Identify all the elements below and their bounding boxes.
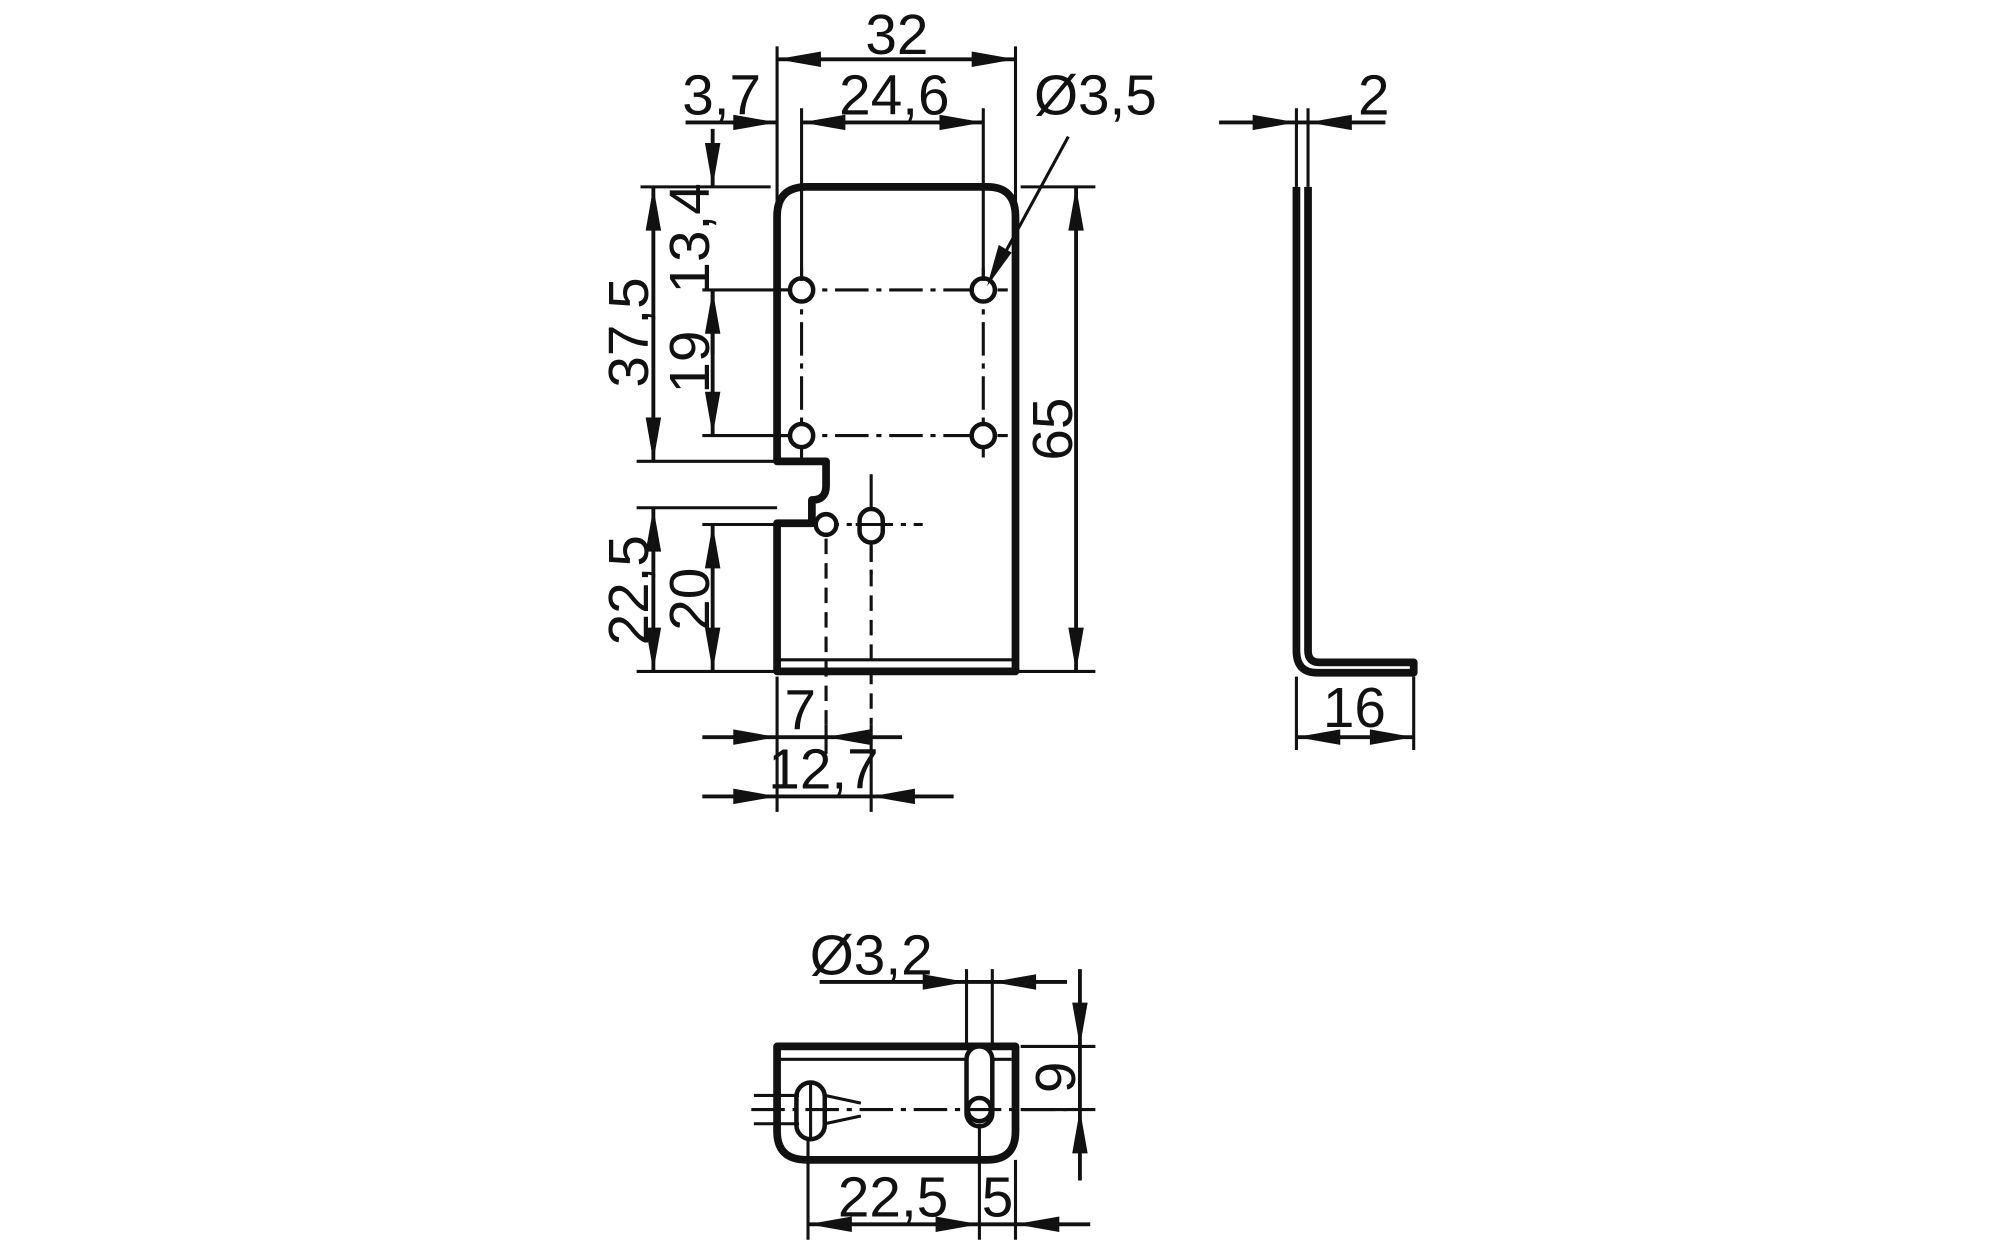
arrow-icon: [992, 974, 1037, 990]
side-view: 2 16: [1219, 65, 1418, 751]
arrow-icon: [1308, 114, 1352, 131]
dim-edge-to-small-hole: 7: [785, 679, 817, 742]
dim-edge-to-slot: 12,7: [768, 739, 878, 802]
arrow-icon: [733, 729, 778, 745]
arrow-icon: [645, 507, 662, 552]
dim-depth: 9: [1025, 1062, 1088, 1094]
side-profile: [1292, 186, 1418, 677]
front-view: 32 24,6 3,7 Ø3,5 13,4 19: [598, 4, 1157, 812]
dim-width-overall: 32: [865, 4, 928, 67]
arrow-icon: [704, 143, 721, 187]
dim-hole-offset: 22,5: [838, 1167, 948, 1230]
dim-hole-diameter: Ø3,2: [810, 924, 933, 987]
arrow-icon: [939, 114, 984, 131]
arrow-icon: [645, 417, 662, 462]
foot-outline: [773, 1042, 1020, 1164]
bottom-view: Ø3,2 9 22,5 5: [751, 924, 1096, 1240]
arrow-icon: [935, 1216, 980, 1232]
arrow-icon: [1015, 1216, 1060, 1232]
hatch-line: [824, 1093, 862, 1105]
arrow-icon: [733, 788, 778, 805]
arrow-icon: [1252, 114, 1297, 131]
mounting-hole-icon: [787, 421, 816, 450]
arrow-icon: [1369, 729, 1414, 745]
dim-bottom-to-notch: 22,5: [598, 535, 661, 645]
arrow-icon: [971, 51, 1016, 68]
arrow-icon: [704, 391, 721, 436]
dim-top-to-hole: 13,4: [659, 183, 722, 293]
arrow-icon: [808, 1216, 852, 1232]
arrow-icon: [777, 51, 821, 68]
dim-foot-length: 16: [1323, 677, 1386, 740]
dim-edge-to-hole: 3,7: [682, 65, 761, 128]
arrow-icon: [645, 186, 662, 231]
dim-top-to-notch: 37,5: [598, 277, 661, 387]
arrow-icon: [1068, 627, 1084, 672]
mounting-hole-icon: [787, 276, 816, 304]
arrow-icon: [987, 244, 1012, 287]
dim-hole-spacing-v: 19: [659, 331, 722, 394]
arrow-icon: [826, 729, 870, 745]
arrow-icon: [801, 114, 846, 131]
arrow-icon: [704, 627, 721, 672]
mounting-hole-icon: [969, 421, 998, 450]
dim-bottom-to-slot: 20: [659, 568, 722, 631]
small-hole-icon: [813, 511, 839, 538]
arrow-icon: [1072, 1109, 1088, 1154]
arrow-icon: [645, 627, 662, 672]
arrow-icon: [704, 524, 721, 569]
arrow-icon: [871, 788, 915, 805]
hatch-line: [824, 1114, 862, 1126]
dim-edge-to-hole: 5: [982, 1167, 1014, 1230]
arrow-icon: [733, 114, 778, 131]
arrow-icon: [1068, 186, 1084, 231]
arrow-icon: [1296, 729, 1341, 745]
dim-height-overall: 65: [1022, 398, 1085, 461]
dim-hole-diameter: Ø3,5: [1034, 65, 1157, 128]
mounting-hole-icon: [969, 276, 998, 304]
dim-thickness: 2: [1358, 65, 1390, 128]
arrow-icon: [922, 974, 967, 990]
dim-hole-spacing-h: 24,6: [839, 65, 949, 128]
arrow-icon: [1072, 1002, 1088, 1047]
